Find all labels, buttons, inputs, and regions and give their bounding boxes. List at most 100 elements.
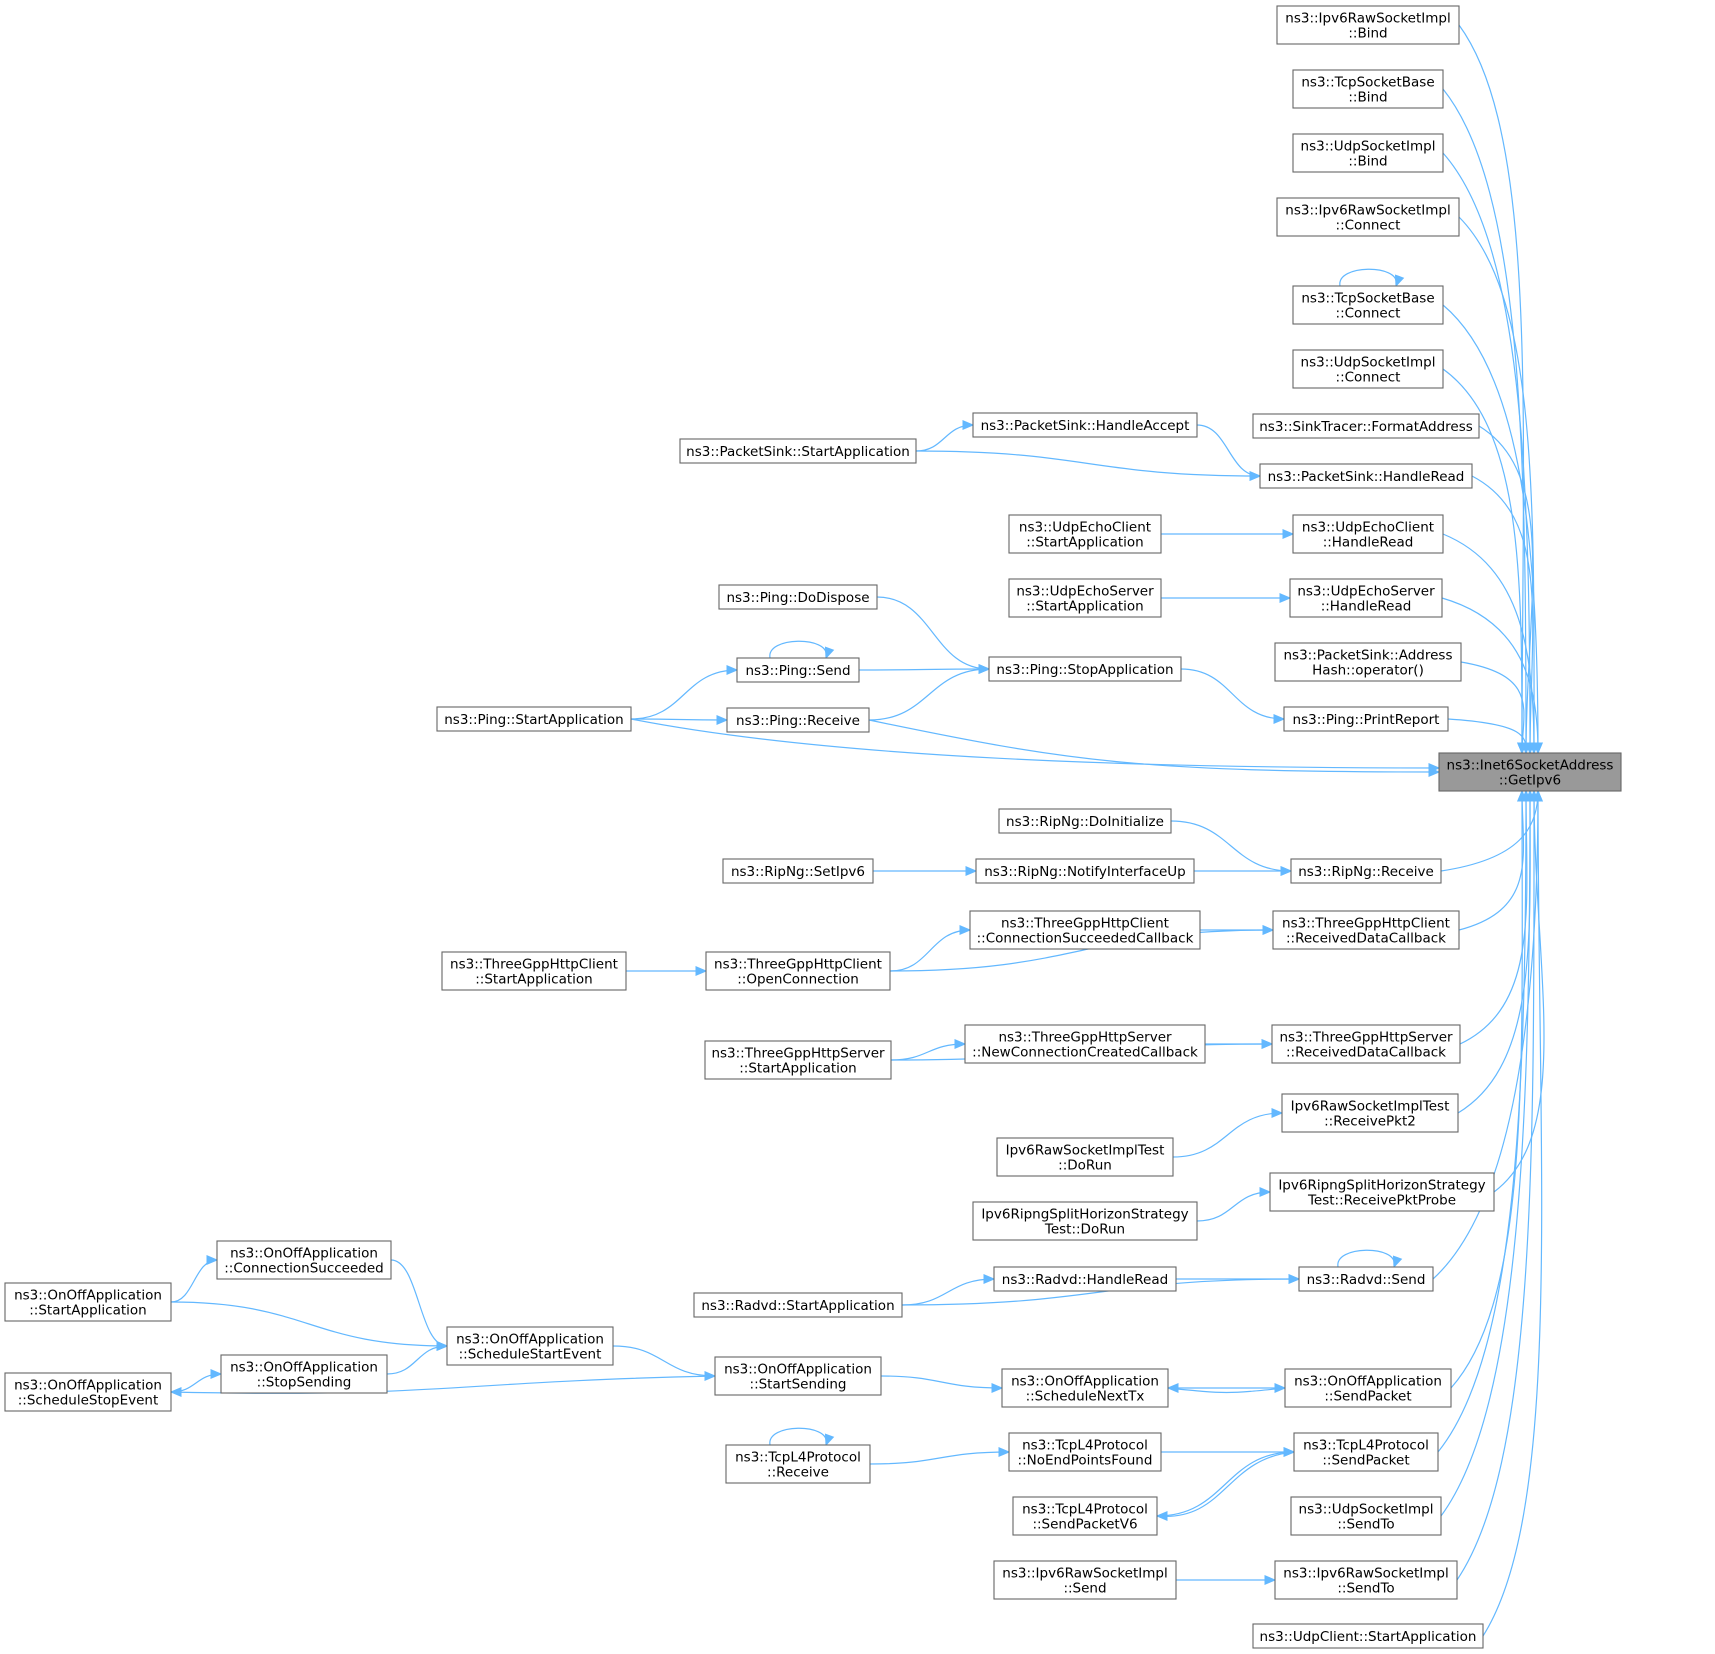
arrowhead — [1521, 742, 1531, 755]
function-node[interactable]: ns3::RipNg::NotifyInterfaceUp — [975, 858, 1195, 884]
function-node[interactable]: Ipv6RawSocketImplTest::DoRun — [996, 1137, 1174, 1177]
node-label: ::HandleRead — [1323, 535, 1414, 551]
function-node[interactable]: ns3::OnOffApplication::ScheduleStopEvent — [4, 1372, 172, 1412]
call-edge — [612, 1345, 716, 1377]
function-node[interactable]: ns3::ThreeGppHttpServer::StartApplicatio… — [704, 1040, 892, 1080]
function-node[interactable]: ns3::ThreeGppHttpClient::ConnectionSucce… — [969, 910, 1201, 950]
node-box — [1292, 69, 1444, 109]
node-label: ::ScheduleNextTx — [1026, 1389, 1145, 1405]
node-label: ns3::OnOffApplication — [230, 1246, 378, 1262]
function-node[interactable]: ns3::UdpEchoServer::HandleRead — [1289, 578, 1443, 618]
function-node[interactable]: ns3::UdpSocketImpl::SendTo — [1290, 1496, 1442, 1536]
node-box — [446, 1326, 614, 1366]
function-node[interactable]: ns3::UdpSocketImpl::Bind — [1292, 133, 1444, 173]
call-edge — [890, 1043, 966, 1061]
function-node[interactable]: ns3::OnOffApplication::StartApplication — [4, 1282, 172, 1322]
function-node[interactable]: ns3::OnOffApplication::ConnectionSucceed… — [216, 1240, 392, 1280]
arrowhead — [695, 966, 708, 976]
node-label: ::HandleRead — [1321, 599, 1412, 615]
function-node[interactable]: ns3::UdpEchoClient::HandleRead — [1292, 514, 1444, 554]
function-node[interactable]: ns3::Ping::DoDispose — [718, 584, 878, 610]
function-node[interactable]: ns3::ThreeGppHttpClient::OpenConnection — [705, 951, 891, 991]
call-edge — [901, 1278, 995, 1306]
function-node[interactable]: ns3::ThreeGppHttpClient::ReceivedDataCal… — [1272, 910, 1460, 950]
function-node[interactable]: ns3::OnOffApplication::StartSending — [714, 1356, 882, 1396]
function-node[interactable]: ns3::OnOffApplication::ScheduleNextTx — [1001, 1368, 1169, 1408]
arrowhead — [1394, 274, 1405, 288]
node-box — [1252, 413, 1480, 439]
function-node[interactable]: ns3::TcpL4Protocol::NoEndPointsFound — [1008, 1432, 1162, 1472]
function-node[interactable]: ns3::Ping::StartApplication — [436, 706, 632, 732]
function-node[interactable]: ns3::Ping::Receive — [726, 707, 870, 733]
call-edge — [880, 1375, 1003, 1389]
function-node[interactable]: ns3::Ping::Send — [736, 657, 860, 683]
call-edge — [1456, 790, 1535, 1581]
call-edge — [1442, 533, 1535, 754]
arrowhead — [998, 1447, 1011, 1457]
node-box — [1438, 752, 1622, 792]
function-node[interactable]: ns3::UdpClient::StartApplication — [1252, 1623, 1484, 1649]
arrowhead — [991, 1383, 1004, 1393]
function-node[interactable]: ns3::Ipv6RawSocketImpl::Send — [993, 1560, 1177, 1600]
node-label: ns3::OnOffApplication — [14, 1378, 162, 1394]
node-box — [441, 951, 627, 991]
node-label: ::Bind — [1348, 154, 1387, 170]
function-node[interactable]: ns3::ThreeGppHttpClient::StartApplicatio… — [441, 951, 627, 991]
function-node[interactable]: ns3::RipNg::Receive — [1290, 858, 1442, 884]
call-edge — [1450, 790, 1523, 1389]
function-node[interactable]: ns3::PacketSink::HandleRead — [1259, 463, 1473, 489]
call-edge — [1458, 790, 1525, 931]
function-node[interactable]: Ipv6RawSocketImplTest::ReceivePkt2 — [1281, 1093, 1459, 1133]
function-node[interactable]: ns3::TcpSocketBase::Connect — [1292, 285, 1444, 325]
function-node[interactable]: ns3::TcpL4Protocol::SendPacketV6 — [1012, 1496, 1158, 1536]
function-node[interactable]: ns3::UdpEchoServer::StartApplication — [1008, 578, 1162, 618]
call-edge — [1339, 268, 1397, 287]
function-node[interactable]: Ipv6RipngSplitHorizonStrategyTest::Recei… — [1269, 1172, 1495, 1212]
node-label: ns3::OnOffApplication — [724, 1362, 872, 1378]
function-node[interactable]: ns3::Inet6SocketAddress::GetIpv6 — [1438, 752, 1622, 792]
node-label: ::StartApplication — [29, 1303, 147, 1319]
function-node[interactable]: ns3::Ipv6RawSocketImpl::Bind — [1276, 5, 1460, 45]
call-edge — [1459, 790, 1528, 1045]
function-node[interactable]: ns3::RipNg::DoInitialize — [998, 808, 1172, 834]
node-box — [1259, 463, 1473, 489]
arrowhead — [1392, 1255, 1403, 1269]
function-node[interactable]: ns3::PacketSink::StartApplication — [679, 438, 917, 464]
node-box — [988, 656, 1182, 682]
function-node[interactable]: ns3::RipNg::SetIpv6 — [722, 858, 874, 884]
function-node[interactable]: ns3::SinkTracer::FormatAddress — [1252, 413, 1480, 439]
arrowhead — [1279, 593, 1292, 603]
function-node[interactable]: ns3::TcpL4Protocol::SendPacket — [1293, 1432, 1439, 1472]
node-label: ns3::OnOffApplication — [1294, 1374, 1442, 1390]
function-node[interactable]: ns3::Radvd::HandleRead — [993, 1266, 1177, 1292]
node-label: ::GetIpv6 — [1499, 773, 1561, 789]
arrowhead — [704, 1371, 717, 1381]
function-node[interactable]: ns3::ThreeGppHttpServer::NewConnectionCr… — [964, 1024, 1206, 1064]
node-label: ns3::RipNg::NotifyInterfaceUp — [984, 864, 1186, 880]
function-node[interactable]: ns3::Radvd::StartApplication — [693, 1292, 903, 1318]
function-node[interactable]: ns3::UdpSocketImpl::Connect — [1292, 349, 1444, 389]
function-node[interactable]: ns3::ThreeGppHttpServer::ReceivedDataCal… — [1271, 1024, 1461, 1064]
function-node[interactable]: ns3::TcpL4Protocol::Receive — [725, 1444, 871, 1484]
node-label: Hash::operator() — [1312, 663, 1424, 679]
call-edge — [858, 668, 990, 671]
function-node[interactable]: ns3::OnOffApplication::ScheduleStartEven… — [446, 1326, 614, 1366]
function-node[interactable]: ns3::UdpEchoClient::StartApplication — [1008, 514, 1162, 554]
function-node[interactable]: ns3::Ping::StopApplication — [988, 656, 1182, 682]
function-node[interactable]: ns3::OnOffApplication::StopSending — [220, 1354, 388, 1394]
node-box — [1276, 197, 1460, 237]
call-edge — [1167, 1387, 1286, 1394]
call-edge — [889, 929, 1274, 972]
node-box — [1290, 1496, 1442, 1536]
function-node[interactable]: ns3::Ipv6RawSocketImpl::Connect — [1276, 197, 1460, 237]
function-node[interactable]: ns3::PacketSink::HandleAccept — [972, 412, 1198, 438]
function-node[interactable]: ns3::Ipv6RawSocketImpl::SendTo — [1274, 1560, 1458, 1600]
function-node[interactable]: ns3::TcpSocketBase::Bind — [1292, 69, 1444, 109]
node-box — [1284, 1368, 1452, 1408]
node-label: ns3::ThreeGppHttpClient — [714, 957, 882, 973]
function-node[interactable]: ns3::Ping::PrintReport — [1283, 706, 1449, 732]
function-node[interactable]: ns3::Radvd::Send — [1298, 1266, 1434, 1292]
function-node[interactable]: ns3::OnOffApplication::SendPacket — [1284, 1368, 1452, 1408]
